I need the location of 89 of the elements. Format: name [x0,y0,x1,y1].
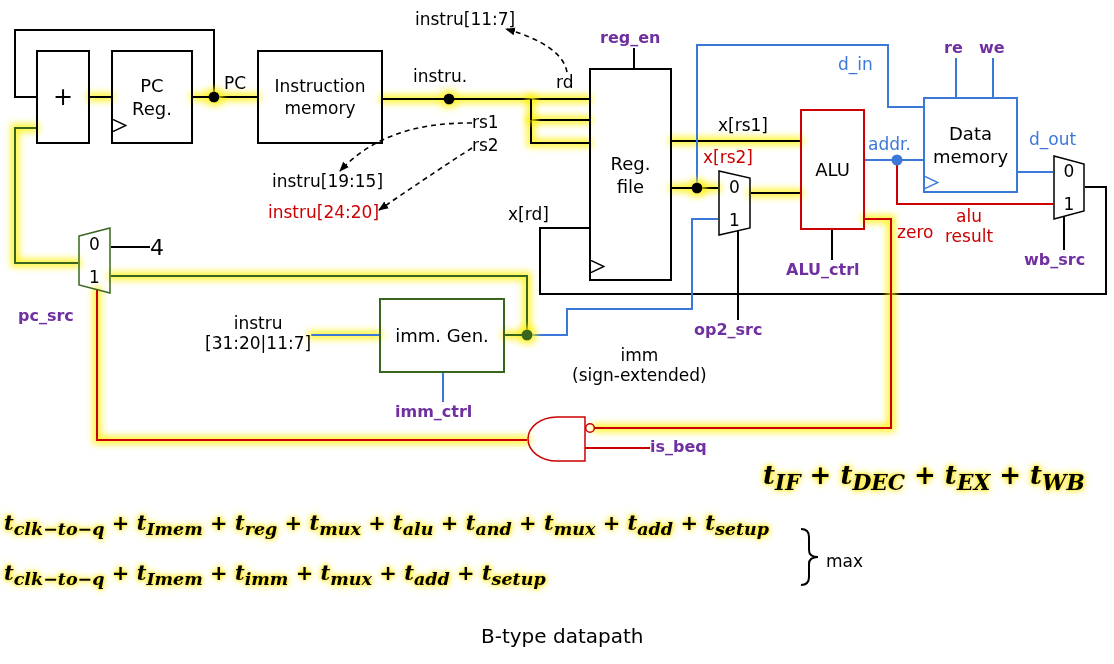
wire-label: d_in [838,54,873,74]
mux-input-number: 1 [89,267,100,288]
bit-field-label: instru [31:20|11:7] [205,313,312,353]
block-label: ALU [815,158,850,181]
wire [110,275,528,332]
equation-label: max [826,551,864,571]
register-file-block [589,68,672,281]
instruction-memory-block [257,50,383,144]
wire-label: addr. [868,134,911,154]
constant-label: 4 [150,235,164,261]
bit-field-label: instru[24:20] [268,202,380,222]
bit-field-label: instru[19:15] [272,171,384,191]
dashed-arrow [339,122,473,172]
wire [382,93,532,105]
wire [530,119,590,144]
wire [633,47,635,69]
wire [896,163,1054,205]
wire [594,447,651,449]
register-field-label: rd [556,72,574,92]
wire [442,372,444,403]
alu-block [800,109,865,230]
wire [1017,171,1054,173]
wire [110,246,151,248]
wire-label: d_out [1029,129,1077,149]
multiplexer [78,227,111,294]
mux-input-number: 0 [89,233,100,254]
control-signal-label: wb_src [1024,250,1086,270]
wire [737,230,739,321]
control-signal-label: is_beq [650,437,707,457]
wire-label: imm (sign-extended) [572,345,707,385]
control-signal-label: ALU_ctrl [786,260,860,280]
control-signal-label: re [944,38,963,58]
timing-equation: t$_{clk−to−q}$ + t$_{Imem}$ + t$_{reg}$ + t$_{mux}$ + t$_{alu}$ + t$_{and}$ + t$_{mux}$ + t$_{add}$ + t$_{setup}$ [4,510,770,540]
wire [700,187,719,189]
pc-register-block [111,50,193,144]
wire [539,186,1107,295]
wire [831,229,833,261]
wire-label: x[rs2] [703,147,753,167]
block-label: Reg. file [610,151,651,198]
wire [530,218,719,336]
wire-label: x[rs1] [718,115,768,135]
block-label: imm. Gen. [395,324,489,347]
register-field-label: rs1 [472,112,499,132]
wire [671,182,703,194]
wire [750,192,801,194]
block-label: PC Reg. [132,74,172,120]
control-signal-label: reg_en [600,28,661,48]
control-signal-label: op2_src [694,320,763,340]
multiplexer [718,170,751,236]
timing-equation: t$_{clk−to−q}$ + t$_{Imem}$ + t$_{imm}$ + t$_{mux}$ + t$_{add}$ + t$_{setup}$ [4,560,546,590]
block-label: Data memory [932,122,1009,168]
multiplexer [1053,155,1085,220]
wire [530,119,590,121]
wire-label: zero [897,222,934,242]
dashed-arrow [505,27,568,73]
wire [1063,216,1065,251]
block-label: Instruction memory [274,75,366,119]
wire-label: x[rd] [508,204,549,224]
wire [530,98,532,121]
wire [992,57,994,98]
timing-equation: t$_{IF}$ + t$_{DEC}$ + t$_{EX}$ + t$_{WB}$ [763,460,1085,496]
control-signal-label: imm_ctrl [395,402,473,422]
register-field-label: rs2 [472,135,499,155]
block-label: + [52,82,74,112]
mux-input-number: 1 [1063,193,1075,214]
wire [504,329,533,341]
control-signal-label: we [979,38,1005,58]
immediate-generator-block [379,298,505,373]
wire [594,218,892,429]
mux-input-number: 1 [729,209,740,230]
wire [864,154,903,166]
wire [696,44,924,185]
mux-input-number: 0 [729,176,740,197]
and-gate-symbol [527,416,595,462]
dashed-arrow [378,147,473,211]
control-signal-label: pc_src [18,306,74,326]
wire [530,98,590,100]
caption: B-type datapath [481,624,644,648]
wire [900,159,924,161]
wire [955,57,957,98]
wire [14,29,215,98]
bit-field-label: instru[11:7] [415,9,516,29]
mux-input-number: 0 [1063,161,1075,182]
wire [89,96,112,98]
data-memory-block [923,97,1018,193]
wire-label: instru. [413,66,468,86]
wire [671,140,801,142]
wire-label: alu result [945,206,994,246]
adder-block [36,50,90,144]
